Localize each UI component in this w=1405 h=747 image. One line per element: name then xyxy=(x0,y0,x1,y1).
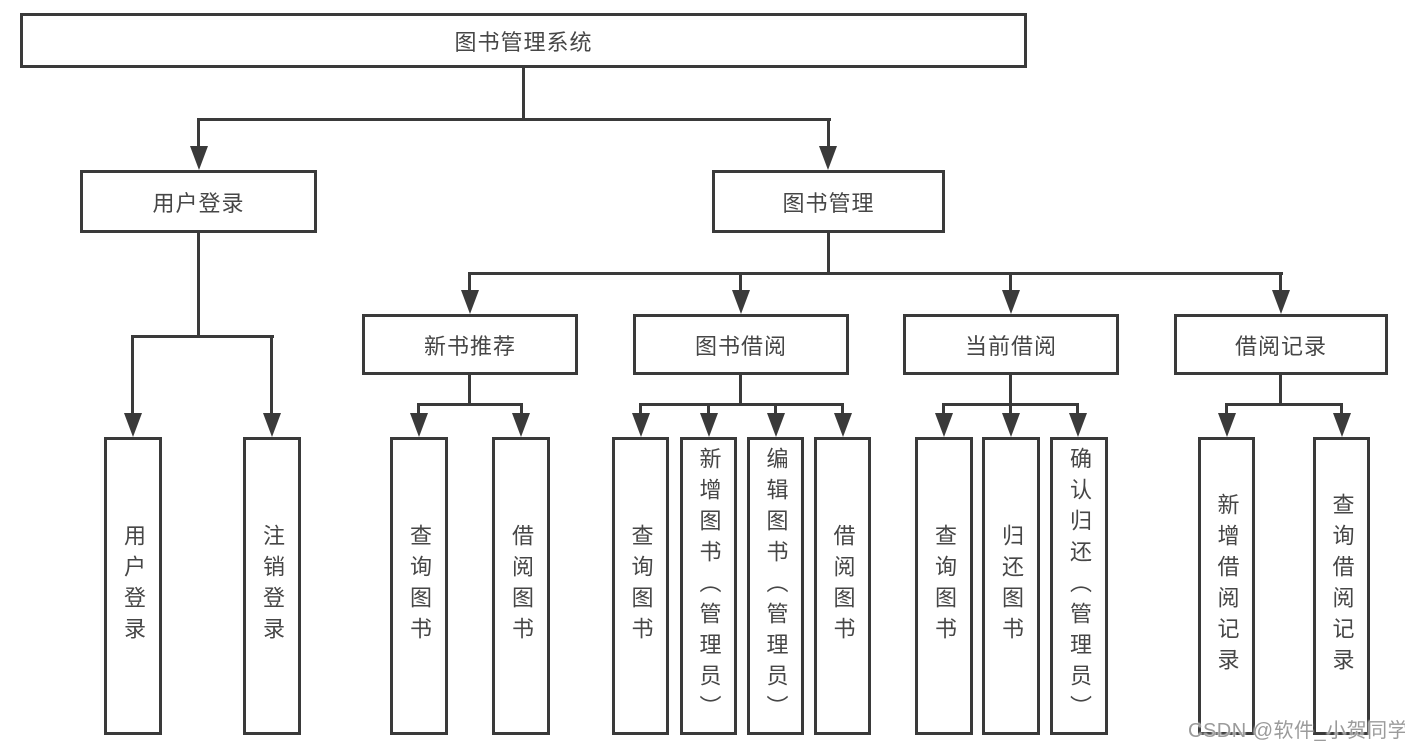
arrowhead xyxy=(1002,290,1020,314)
node-book-management-system: 图书管理系统 xyxy=(20,13,1027,68)
connector-line xyxy=(1225,403,1342,406)
leaf-confirm-return-admin: 确认归还（管理员） xyxy=(1050,437,1108,735)
connector-line xyxy=(1225,403,1228,417)
connector-line xyxy=(707,403,710,417)
connector-line xyxy=(197,118,831,121)
connector-line xyxy=(1009,403,1012,417)
connector-line xyxy=(739,272,742,294)
arrowhead xyxy=(410,413,428,437)
node-label: 新书推荐 xyxy=(423,333,516,359)
node-label: 图书管理 xyxy=(782,190,875,216)
arrowhead xyxy=(935,413,953,437)
connector-line xyxy=(827,118,830,148)
arrowhead xyxy=(263,413,281,437)
connector-line xyxy=(1009,272,1012,294)
connector-line xyxy=(468,272,471,294)
connector-line xyxy=(197,118,200,148)
connector-line xyxy=(417,403,523,406)
arrowhead xyxy=(767,413,785,437)
node-label: 图书借阅 xyxy=(694,333,787,359)
connector-line xyxy=(520,403,523,417)
connector-line xyxy=(827,233,830,272)
node-book-management: 图书管理 xyxy=(712,170,945,233)
arrowhead xyxy=(834,413,852,437)
connector-line xyxy=(468,272,1283,275)
arrowhead xyxy=(632,413,650,437)
arrowhead xyxy=(124,413,142,437)
connector-line xyxy=(522,68,525,120)
leaf-label: 查询图书 xyxy=(628,524,654,648)
node-label: 用户登录 xyxy=(152,190,245,216)
arrowhead xyxy=(1218,413,1236,437)
node-borrow-records: 借阅记录 xyxy=(1174,314,1388,375)
node-label: 借阅记录 xyxy=(1234,333,1327,359)
connector-line xyxy=(131,335,274,338)
arrowhead xyxy=(1333,413,1351,437)
leaf-add-borrow-record: 新增借阅记录 xyxy=(1198,437,1255,735)
leaf-label: 查询图书 xyxy=(932,524,957,648)
leaf-label: 编辑图书（管理员） xyxy=(763,446,789,726)
node-label: 当前借阅 xyxy=(964,333,1057,359)
arrowhead xyxy=(1002,413,1020,437)
node-new-book-recommend: 新书推荐 xyxy=(362,314,578,375)
arrowhead xyxy=(732,290,750,314)
leaf-query-books-2: 查询图书 xyxy=(612,437,669,735)
leaf-logout: 注销登录 xyxy=(243,437,301,735)
leaf-user-login: 用户登录 xyxy=(104,437,162,735)
connector-line xyxy=(841,403,844,417)
arrowhead xyxy=(461,290,479,314)
leaf-query-borrow-record: 查询借阅记录 xyxy=(1313,437,1370,735)
connector-line xyxy=(639,403,642,417)
connector-line xyxy=(468,375,471,405)
connector-line xyxy=(942,403,945,417)
leaf-label: 确认归还（管理员） xyxy=(1067,446,1092,726)
arrowhead xyxy=(1069,413,1087,437)
arrowhead xyxy=(512,413,530,437)
leaf-edit-book-admin: 编辑图书（管理员） xyxy=(747,437,804,735)
node-user-login: 用户登录 xyxy=(80,170,317,233)
leaf-label: 新增借阅记录 xyxy=(1214,493,1240,679)
leaf-label: 归还图书 xyxy=(999,524,1024,648)
leaf-label: 用户登录 xyxy=(121,524,146,648)
connector-line xyxy=(639,403,844,406)
connector-line xyxy=(774,403,777,417)
node-label: 图书管理系统 xyxy=(454,29,593,55)
leaf-label: 借阅图书 xyxy=(509,524,534,648)
leaf-query-books-3: 查询图书 xyxy=(915,437,973,735)
leaf-add-book-admin: 新增图书（管理员） xyxy=(680,437,737,735)
leaf-label: 注销登录 xyxy=(260,524,285,648)
arrowhead xyxy=(700,413,718,437)
leaf-borrow-books-2: 借阅图书 xyxy=(814,437,871,735)
node-book-borrow: 图书借阅 xyxy=(633,314,849,375)
leaf-label: 查询借阅记录 xyxy=(1329,493,1355,679)
leaf-label: 借阅图书 xyxy=(830,524,856,648)
arrowhead xyxy=(819,146,837,170)
connector-line xyxy=(1279,375,1282,405)
connector-line xyxy=(197,233,200,335)
connector-line xyxy=(1340,403,1343,417)
arrowhead xyxy=(1272,290,1290,314)
connector-line xyxy=(1009,375,1012,405)
connector-line xyxy=(131,335,134,415)
node-current-borrow: 当前借阅 xyxy=(903,314,1119,375)
connector-line xyxy=(270,335,273,415)
csdn-watermark: CSDN @软件_小贺同学 xyxy=(1188,720,1405,742)
connector-line xyxy=(417,403,420,417)
connector-line xyxy=(1076,403,1079,417)
leaf-label: 查询图书 xyxy=(407,524,432,648)
leaf-return-book: 归还图书 xyxy=(982,437,1040,735)
leaf-query-books: 查询图书 xyxy=(390,437,448,735)
connector-line xyxy=(739,375,742,405)
arrowhead xyxy=(190,146,208,170)
leaf-borrow-books: 借阅图书 xyxy=(492,437,550,735)
leaf-label: 新增图书（管理员） xyxy=(696,446,722,726)
connector-line xyxy=(1279,272,1282,294)
